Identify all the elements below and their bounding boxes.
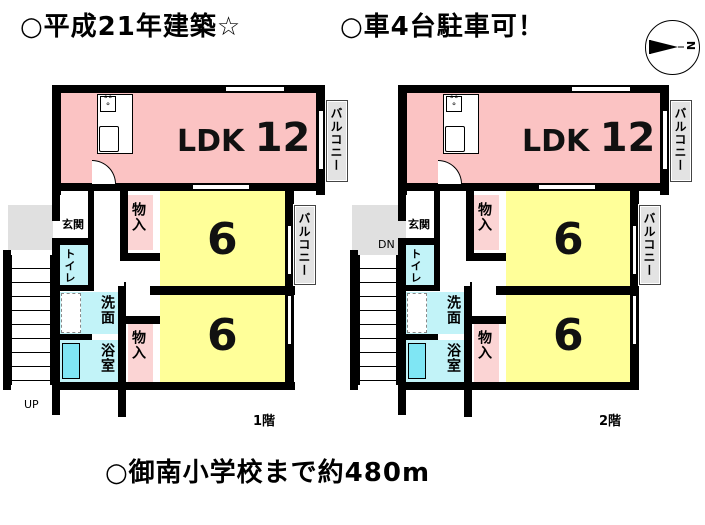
stairs-2f <box>358 255 398 385</box>
sink-icon <box>99 126 119 152</box>
parking-heading: ○車4台駐車可！ <box>340 12 545 42</box>
bathroom-label-1f: 浴室 <box>99 343 115 373</box>
window <box>287 295 292 345</box>
north-arrow-icon <box>649 40 684 54</box>
hallway-2f <box>440 191 470 286</box>
floor-label-1f: 1階 <box>253 414 276 429</box>
bedroom-upper-size-2f: 6 <box>553 214 584 265</box>
bedroom-lower-size-2f: 6 <box>553 310 584 361</box>
toilet-label-1f: トイレ <box>63 248 76 284</box>
bedroom-upper-1f <box>160 191 285 286</box>
bedroom-lower-1f <box>160 295 285 382</box>
window <box>287 225 292 275</box>
window <box>662 110 668 170</box>
washroom-label-2f: 洗面 <box>445 295 461 325</box>
storage-upper-2f <box>474 195 499 250</box>
balcony-top-1f: バルコニー <box>326 100 348 182</box>
bathtub-icon <box>62 343 80 379</box>
sink-icon <box>445 126 465 152</box>
window <box>632 225 637 275</box>
washbasin-icon <box>61 293 81 333</box>
storage-upper-label-1f: 物入 <box>130 202 146 232</box>
compass: N <box>645 20 700 75</box>
toilet-2f <box>406 245 434 287</box>
bedroom-lower-2f <box>506 295 630 382</box>
window <box>571 86 631 92</box>
bathroom-label-2f: 浴室 <box>445 343 461 373</box>
bedroom-upper-2f <box>506 191 630 286</box>
bathtub-icon <box>408 343 426 379</box>
floor-plan-2f: °°° LDK 12 バルコニー DN 玄関 トイレ 洗面 浴室 物入 物入 6… <box>350 0 705 430</box>
stair-landing-2f <box>352 205 407 255</box>
storage-lower-label-1f: 物入 <box>130 330 146 360</box>
balcony-mid-2f: バルコニー <box>639 205 661 285</box>
storage-upper-label-2f: 物入 <box>476 202 492 232</box>
stove-icon: °°° <box>446 96 462 112</box>
entrance-porch-1f <box>8 205 53 250</box>
storage-lower-label-2f: 物入 <box>476 330 492 360</box>
bedroom-lower-size-1f: 6 <box>207 310 238 361</box>
built-year-heading: ○平成21年建築☆ <box>20 12 242 42</box>
window <box>538 184 596 190</box>
storage-upper-1f <box>128 195 153 250</box>
floor-label-2f: 2階 <box>599 414 622 429</box>
window <box>225 86 285 92</box>
entrance-room-1f <box>60 205 90 240</box>
school-distance-heading: ○御南小学校まで約480m <box>105 458 431 488</box>
washbasin-icon <box>407 293 427 333</box>
storage-lower-2f <box>474 324 499 382</box>
stairs-label-1f: UP <box>24 398 39 411</box>
toilet-label-2f: トイレ <box>409 248 422 284</box>
stairs-1f <box>10 255 52 385</box>
stove-icon: °°° <box>100 96 116 112</box>
entrance-label-1f: 玄関 <box>62 218 84 231</box>
hallway-1f <box>94 191 124 286</box>
entrance-room-2f <box>406 205 436 240</box>
window <box>318 110 324 170</box>
ldk-label-2f: LDK 12 <box>522 115 656 161</box>
stairs-label-2f: DN <box>378 238 395 251</box>
balcony-top-2f: バルコニー <box>670 100 692 182</box>
window <box>192 184 250 190</box>
entrance-label-2f: 玄関 <box>408 218 430 231</box>
storage-lower-1f <box>128 324 153 382</box>
washroom-label-1f: 洗面 <box>99 295 115 325</box>
bedroom-upper-size-1f: 6 <box>207 214 238 265</box>
ldk-label-1f: LDK 12 <box>177 115 311 161</box>
window <box>632 295 637 345</box>
toilet-1f <box>60 245 88 287</box>
balcony-mid-1f: バルコニー <box>294 205 316 285</box>
floor-plan-1f: °°° LDK 12 バルコニー 玄関 トイレ 洗面 浴室 UP 物入 物入 6… <box>0 0 350 430</box>
